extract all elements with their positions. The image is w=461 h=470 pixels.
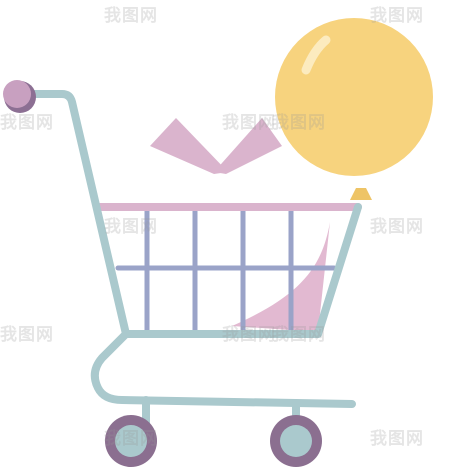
gift-bow-left <box>150 118 228 174</box>
balloon-icon <box>275 18 433 176</box>
wheel-left-icon <box>105 415 157 467</box>
basket-grid <box>115 207 337 335</box>
balloon-knot <box>350 188 372 200</box>
wheel-right-icon <box>270 415 322 467</box>
handle-grip-top <box>3 80 31 108</box>
gift-bow-right <box>214 118 282 174</box>
gift-wrap <box>232 222 330 332</box>
balloon-highlight <box>301 35 331 75</box>
cart-frame <box>18 90 362 436</box>
